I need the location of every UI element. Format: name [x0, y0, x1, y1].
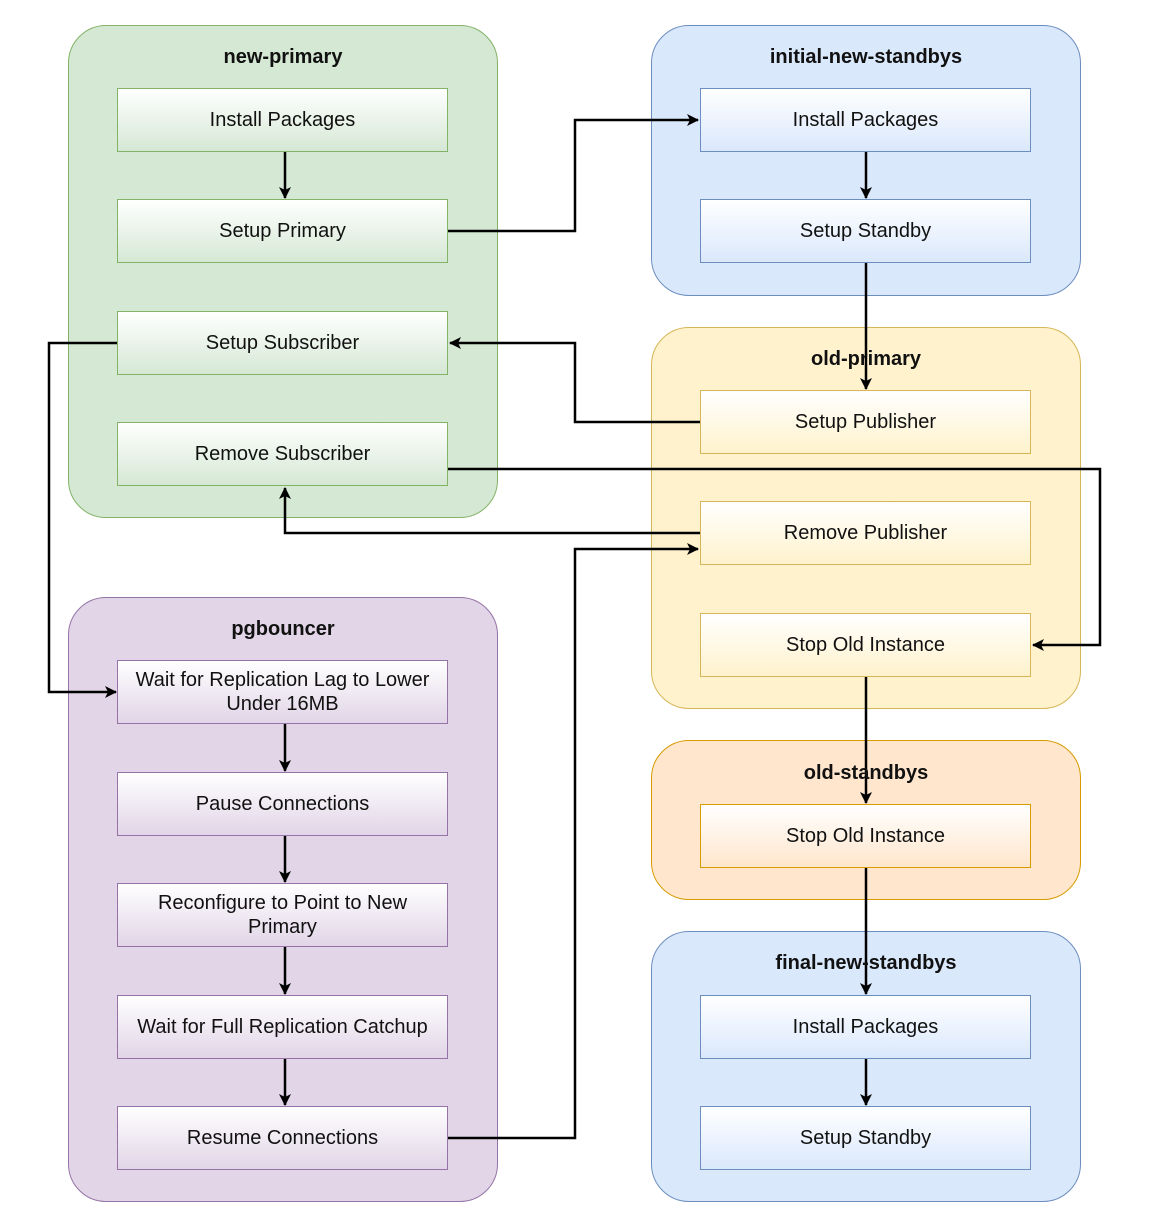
step-setup-primary: Setup Primary	[117, 199, 448, 263]
step-stop-old-instance: Stop Old Instance	[700, 804, 1031, 868]
edge-setup-subscriber-to-wait-lag	[47, 341, 117, 698]
step-setup-publisher: Setup Publisher	[700, 390, 1031, 454]
step-setup-standby: Setup Standby	[700, 1106, 1031, 1170]
step-remove-subscriber: Remove Subscriber	[117, 422, 448, 486]
edge-remove-subscriber-to-stop-old	[448, 467, 1102, 651]
step-pause-connections: Pause Connections	[117, 772, 448, 836]
step-reconfigure: Reconfigure to Point to New Primary	[117, 883, 448, 947]
step-stop-old-instance: Stop Old Instance	[700, 613, 1031, 677]
edge-setup-primary-to-initial-install	[448, 114, 699, 233]
group-title: old-primary	[810, 348, 922, 370]
step-remove-publisher: Remove Publisher	[700, 501, 1031, 565]
step-setup-standby: Setup Standby	[700, 199, 1031, 263]
step-wait-full-catchup: Wait for Full Replication Catchup	[117, 995, 448, 1059]
step-install-packages: Install Packages	[117, 88, 448, 152]
step-setup-subscriber: Setup Subscriber	[117, 311, 448, 375]
step-wait-replication-lag: Wait for Replication Lag to Lower Under …	[117, 660, 448, 724]
group-title: old-standbys	[803, 762, 929, 784]
edge-resume-to-remove-publisher	[448, 543, 699, 1140]
group-title: final-new-standbys	[775, 952, 957, 974]
group-title: new-primary	[223, 46, 343, 68]
group-title: pgbouncer	[231, 618, 335, 640]
edge-setup-publisher-to-setup-subscriber	[449, 337, 700, 424]
step-resume-connections: Resume Connections	[117, 1106, 448, 1170]
group-title: initial-new-standbys	[769, 46, 963, 68]
edge-remove-publisher-to-remove-subscriber	[279, 487, 700, 535]
step-install-packages: Install Packages	[700, 995, 1031, 1059]
step-install-packages: Install Packages	[700, 88, 1031, 152]
